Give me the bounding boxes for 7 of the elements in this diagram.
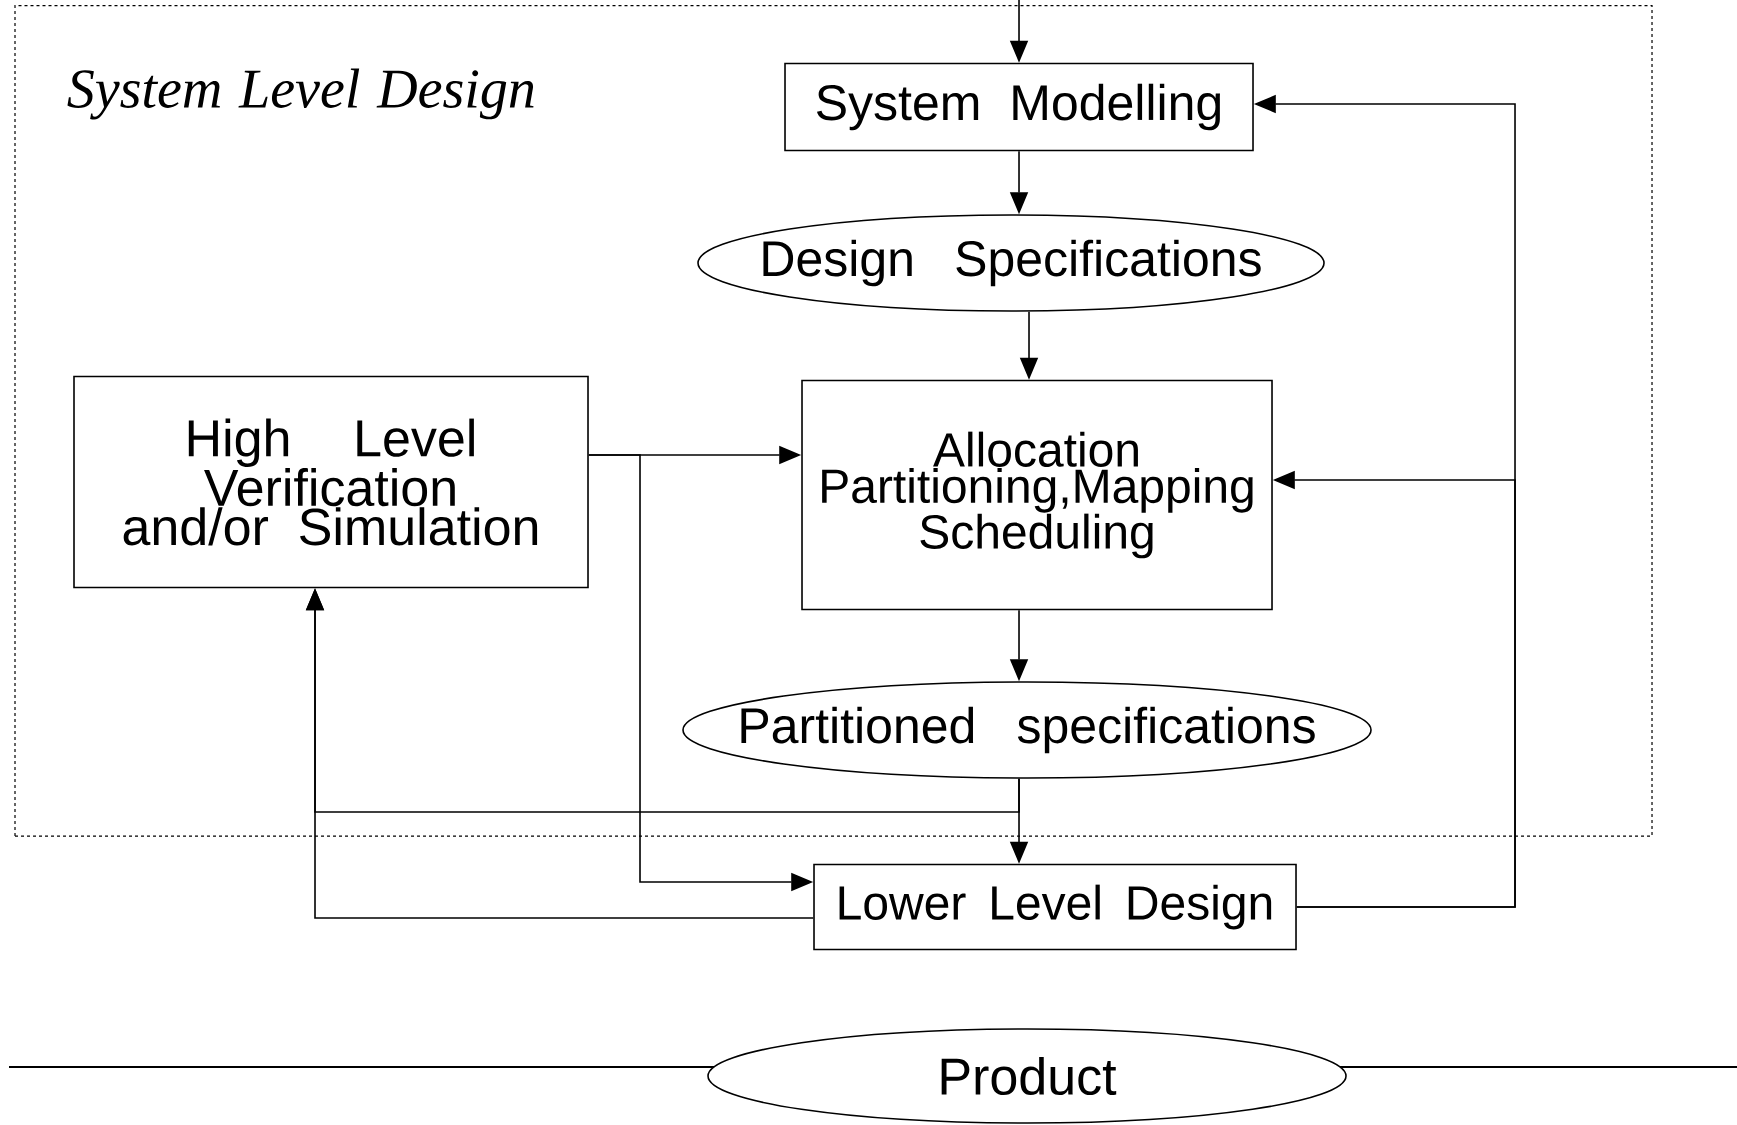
node-label: Product <box>941 1056 1117 1096</box>
process-box: High Level Verification and/or Simulation <box>73 375 589 589</box>
process-box: System Modelling <box>784 62 1254 152</box>
dashed-region <box>14 4 1653 837</box>
region-title: System Level Design <box>67 68 534 120</box>
process-box: Lower Level Design <box>813 863 1297 951</box>
process-box: Allocation Partitioning,Mapping Scheduling <box>801 379 1273 611</box>
